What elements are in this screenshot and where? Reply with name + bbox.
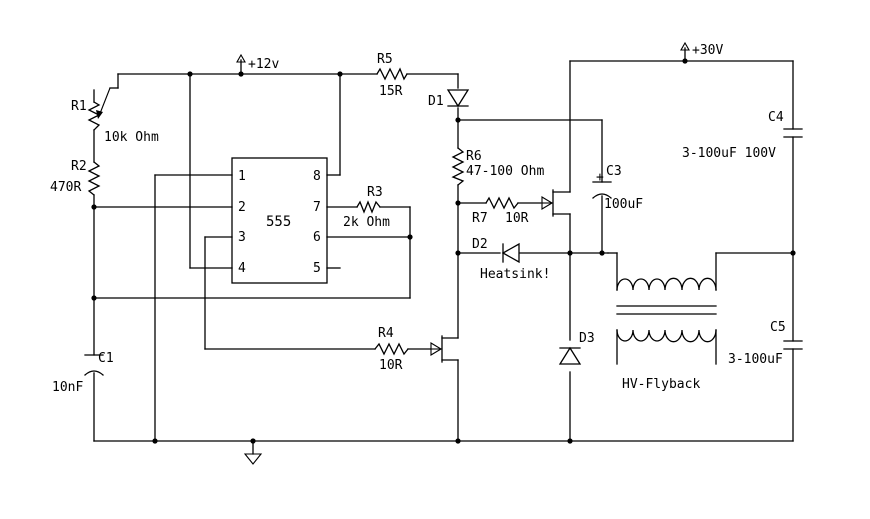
diode-d3: D3 bbox=[558, 331, 595, 365]
capacitor-c5: C5 3-100uF bbox=[728, 320, 803, 367]
ic-name: 555 bbox=[266, 214, 291, 230]
r2-label: R2 bbox=[71, 159, 87, 174]
r3-label: R3 bbox=[367, 185, 383, 200]
c3-label: C3 bbox=[606, 164, 622, 179]
capacitor-c1: C1 10nF bbox=[52, 351, 114, 395]
transformer-label: HV-Flyback bbox=[622, 377, 700, 392]
supply-30v-label: +30V bbox=[692, 43, 723, 58]
transistor-q2 bbox=[540, 189, 571, 217]
r5-label: R5 bbox=[377, 52, 393, 67]
ic-555: 555 1 2 3 4 5 6 7 8 bbox=[231, 157, 328, 284]
c4-value: 3-100uF 100V bbox=[682, 146, 776, 161]
c3-plus-sign: + bbox=[596, 170, 604, 185]
r6-label: R6 bbox=[466, 149, 482, 164]
pin-3-label: 3 bbox=[238, 230, 246, 245]
wires bbox=[93, 60, 794, 455]
diode-d2: D2 Heatsink! bbox=[472, 237, 550, 282]
pin-7-label: 7 bbox=[313, 200, 321, 215]
d1-label: D1 bbox=[428, 94, 444, 109]
r1-value: 10k Ohm bbox=[104, 130, 159, 145]
resistor-r4: R4 10R bbox=[374, 326, 409, 373]
pin-8-label: 8 bbox=[313, 169, 321, 184]
supply-30v-symbol: +30V bbox=[680, 41, 723, 62]
heatsink-note: Heatsink! bbox=[480, 267, 550, 282]
r7-value: 10R bbox=[505, 211, 529, 226]
resistor-r7: R7 10R bbox=[472, 196, 529, 226]
resistor-r5: R5 15R bbox=[376, 52, 408, 99]
c1-label: C1 bbox=[98, 351, 114, 366]
c3-value: 100uF bbox=[604, 197, 643, 212]
capacitor-c3: + C3 100uF bbox=[592, 164, 643, 212]
r5-value: 15R bbox=[379, 84, 403, 99]
resistor-r3: R3 2k Ohm bbox=[343, 185, 390, 230]
diode-d1: D1 bbox=[428, 89, 470, 109]
c5-label: C5 bbox=[770, 320, 786, 335]
pin-1-label: 1 bbox=[238, 169, 246, 184]
supply-12v-symbol: +12v bbox=[236, 53, 279, 75]
transistor-q1 bbox=[430, 335, 459, 363]
r4-value: 10R bbox=[379, 358, 403, 373]
supply-12v-label: +12v bbox=[248, 57, 279, 72]
pin-4-label: 4 bbox=[238, 261, 246, 276]
junction-dots bbox=[91, 58, 796, 444]
c4-label: C4 bbox=[768, 110, 784, 125]
r7-label: R7 bbox=[472, 211, 488, 226]
flyback-transformer: HV-Flyback bbox=[616, 277, 717, 392]
resistor-r6: R6 47-100 Ohm bbox=[451, 147, 544, 186]
pin-2-label: 2 bbox=[238, 200, 246, 215]
r6-value: 47-100 Ohm bbox=[466, 164, 544, 179]
r4-label: R4 bbox=[378, 326, 394, 341]
c1-value: 10nF bbox=[52, 380, 83, 395]
r1-label: R1 bbox=[71, 99, 87, 114]
resistor-r1: R1 10k Ohm bbox=[71, 87, 159, 145]
d3-label: D3 bbox=[579, 331, 595, 346]
c5-value: 3-100uF bbox=[728, 352, 783, 367]
ground-symbol bbox=[243, 453, 263, 465]
resistor-r2: R2 470R bbox=[50, 159, 101, 196]
r2-value: 470R bbox=[50, 180, 81, 195]
pin-6-label: 6 bbox=[313, 230, 321, 245]
pin-5-label: 5 bbox=[313, 261, 321, 276]
capacitor-c4: C4 3-100uF 100V bbox=[682, 110, 803, 161]
r3-value: 2k Ohm bbox=[343, 215, 390, 230]
d2-label: D2 bbox=[472, 237, 488, 252]
